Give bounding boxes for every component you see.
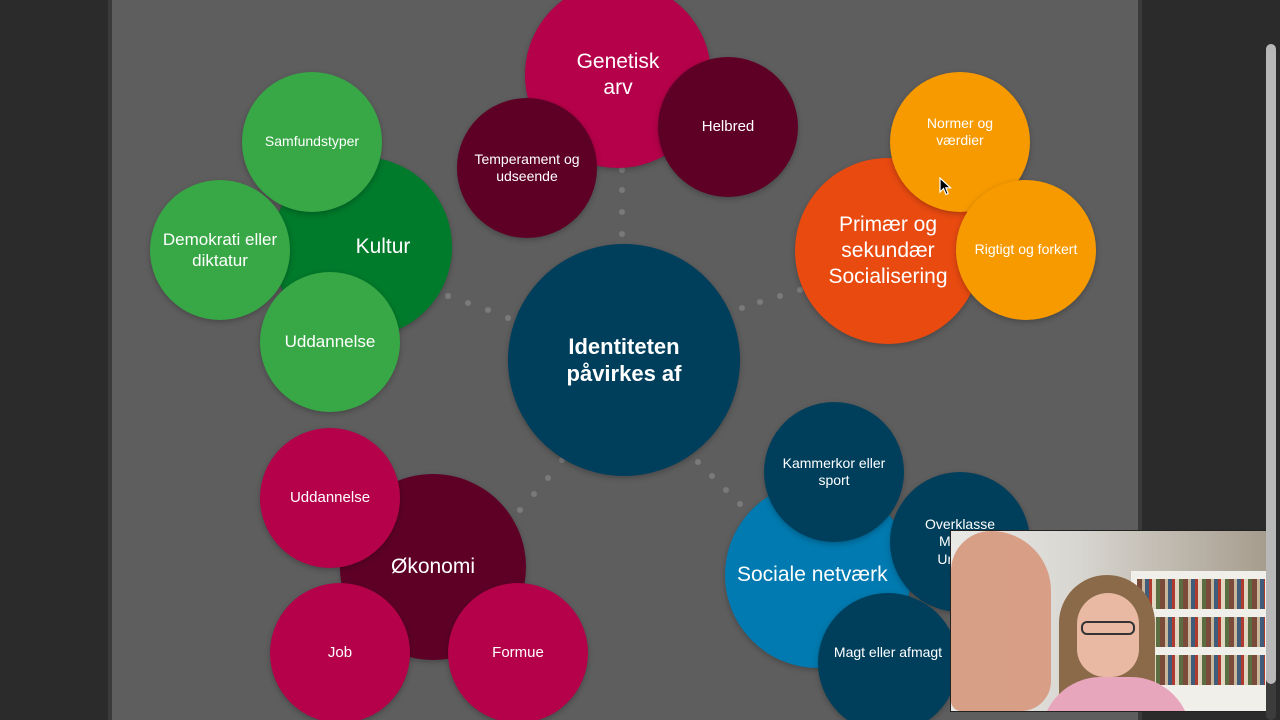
scrollbar-thumb[interactable] — [1266, 44, 1276, 684]
magt-label: Magt eller afmagt — [833, 644, 943, 661]
kultur-label: Kultur — [355, 234, 411, 258]
glasses — [1081, 621, 1135, 635]
temperament-bubble: Temperament og udseende — [457, 98, 597, 238]
center-label: Identiteten påvirkes af — [566, 333, 682, 387]
formue-bubble: Formue — [448, 583, 588, 720]
slide-edge-right — [1138, 0, 1142, 720]
normer-bubble: Normer og værdier — [890, 72, 1030, 212]
sociale-netvaerk-label: Sociale netværk — [737, 562, 888, 586]
mouse-cursor-icon — [939, 177, 953, 196]
vertical-scrollbar[interactable] — [1266, 44, 1276, 720]
bookshelf-row — [1137, 655, 1265, 685]
slide-edge-left — [108, 0, 112, 720]
raised-hand — [951, 531, 1051, 711]
bookshelf-row — [1137, 617, 1265, 647]
kultur-uddannelse-label: Uddannelse — [284, 332, 376, 352]
genetisk-arv-label: Genetisk arv — [576, 49, 660, 99]
helbred-label: Helbred — [701, 117, 755, 135]
formue-label: Formue — [492, 643, 544, 661]
job-bubble: Job — [270, 583, 410, 720]
samfundstyper-bubble: Samfundstyper — [242, 72, 382, 212]
kultur-uddannelse-bubble: Uddannelse — [260, 272, 400, 412]
bookshelf-row — [1137, 579, 1265, 609]
okonomi-uddannelse-bubble: Uddannelse — [260, 428, 400, 568]
magt-bubble: Magt eller afmagt — [818, 593, 958, 720]
person-face — [1077, 593, 1139, 677]
okonomi-label: Økonomi — [390, 554, 476, 578]
demokrati-bubble: Demokrati eller diktatur — [150, 180, 290, 320]
temperament-label: Temperament og udseende — [474, 150, 580, 185]
socialisering-label: Primær og sekundær Socialisering — [828, 212, 948, 289]
job-label: Job — [327, 643, 353, 661]
demokrati-label: Demokrati eller diktatur — [162, 229, 278, 270]
normer-label: Normer og værdier — [926, 114, 994, 149]
samfundstyper-label: Samfundstyper — [264, 133, 360, 150]
connector-dots — [445, 167, 803, 513]
helbred-bubble: Helbred — [658, 57, 798, 197]
center-bubble: Identiteten påvirkes af — [508, 244, 740, 476]
webcam-overlay[interactable] — [950, 530, 1272, 712]
kammerkor-bubble: Kammerkor eller sport — [764, 402, 904, 542]
rigtigt-label: Rigtigt og forkert — [974, 241, 1078, 258]
rigtigt-bubble: Rigtigt og forkert — [956, 180, 1096, 320]
okonomi-uddannelse-label: Uddannelse — [289, 488, 371, 506]
kammerkor-label: Kammerkor eller sport — [782, 454, 886, 489]
